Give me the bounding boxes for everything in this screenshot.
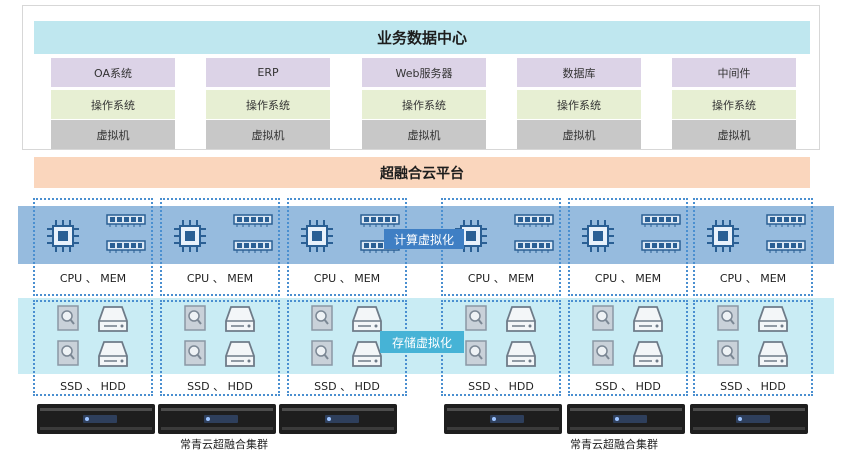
cluster-label-left: 常青云超融合集群 — [180, 438, 268, 451]
cpu-chip-icon — [705, 218, 741, 254]
hdd-drive-icon — [505, 340, 537, 368]
memory-module-icon — [514, 240, 554, 254]
stack-vm-0: 虚拟机 — [51, 120, 175, 149]
stack-os-4: 操作系统 — [672, 90, 796, 119]
compute-node-5 — [693, 198, 813, 296]
ssd-disk-icon — [57, 340, 79, 366]
server-rack-icon — [279, 404, 397, 434]
server-rack-icon — [444, 404, 562, 434]
stack-vm-3: 虚拟机 — [517, 120, 641, 149]
stack-app-0: OA系统 — [51, 58, 175, 87]
stack-app-2: Web服务器 — [362, 58, 486, 87]
memory-module-icon — [641, 214, 681, 228]
ssd-disk-icon — [592, 305, 614, 331]
hdd-drive-icon — [97, 305, 129, 333]
hdd-drive-icon — [224, 305, 256, 333]
storage-node-0 — [33, 300, 153, 396]
ssd-disk-icon — [717, 305, 739, 331]
storage-caption: SSD 、 HDD — [187, 380, 253, 393]
hdd-drive-icon — [632, 340, 664, 368]
ssd-disk-icon — [465, 305, 487, 331]
storage-caption: SSD 、 HDD — [314, 380, 380, 393]
memory-module-icon — [233, 214, 273, 228]
compute-caption: CPU 、 MEM — [719, 272, 787, 285]
storage-caption: SSD 、 HDD — [468, 380, 534, 393]
stack-os-2: 操作系统 — [362, 90, 486, 119]
stack-os-3: 操作系统 — [517, 90, 641, 119]
server-rack-icon — [37, 404, 155, 434]
memory-module-icon — [360, 214, 400, 228]
compute-caption: CPU 、 MEM — [313, 272, 381, 285]
memory-module-icon — [766, 214, 806, 228]
ssd-disk-icon — [465, 340, 487, 366]
compute-node-1 — [160, 198, 280, 296]
cpu-chip-icon — [45, 218, 81, 254]
storage-caption: SSD 、 HDD — [720, 380, 786, 393]
compute-node-0 — [33, 198, 153, 296]
compute-caption: CPU 、 MEM — [186, 272, 254, 285]
cpu-chip-icon — [580, 218, 616, 254]
server-rack-icon — [158, 404, 276, 434]
memory-module-icon — [766, 240, 806, 254]
memory-module-icon — [514, 214, 554, 228]
hdd-drive-icon — [757, 340, 789, 368]
cpu-chip-icon — [299, 218, 335, 254]
datacenter-title: 业务数据中心 — [34, 21, 810, 54]
compute-caption: CPU 、 MEM — [467, 272, 535, 285]
storage-caption: SSD 、 HDD — [60, 380, 126, 393]
server-rack-icon — [567, 404, 685, 434]
stack-vm-2: 虚拟机 — [362, 120, 486, 149]
cpu-chip-icon — [172, 218, 208, 254]
memory-module-icon — [106, 240, 146, 254]
compute-node-4 — [568, 198, 688, 296]
ssd-disk-icon — [311, 305, 333, 331]
ssd-disk-icon — [184, 340, 206, 366]
memory-module-icon — [641, 240, 681, 254]
hdd-drive-icon — [505, 305, 537, 333]
stack-app-4: 中间件 — [672, 58, 796, 87]
stack-vm-1: 虚拟机 — [206, 120, 330, 149]
storage-node-1 — [160, 300, 280, 396]
hdd-drive-icon — [632, 305, 664, 333]
hdd-drive-icon — [351, 340, 383, 368]
memory-module-icon — [233, 240, 273, 254]
hdd-drive-icon — [97, 340, 129, 368]
stack-app-1: ERP — [206, 58, 330, 87]
server-rack-icon — [690, 404, 808, 434]
storage-virtualization-label: 存储虚拟化 — [380, 331, 464, 353]
ssd-disk-icon — [57, 305, 79, 331]
compute-caption: CPU 、 MEM — [594, 272, 662, 285]
storage-caption: SSD 、 HDD — [595, 380, 661, 393]
storage-node-4 — [568, 300, 688, 396]
storage-node-5 — [693, 300, 813, 396]
hdd-drive-icon — [224, 340, 256, 368]
stack-vm-4: 虚拟机 — [672, 120, 796, 149]
hdd-drive-icon — [351, 305, 383, 333]
cluster-label-right: 常青云超融合集群 — [570, 438, 658, 451]
ssd-disk-icon — [311, 340, 333, 366]
hdd-drive-icon — [757, 305, 789, 333]
stack-os-0: 操作系统 — [51, 90, 175, 119]
ssd-disk-icon — [184, 305, 206, 331]
stack-os-1: 操作系统 — [206, 90, 330, 119]
platform-title: 超融合云平台 — [34, 157, 810, 188]
ssd-disk-icon — [592, 340, 614, 366]
compute-virtualization-label: 计算虚拟化 — [384, 229, 464, 249]
compute-caption: CPU 、 MEM — [59, 272, 127, 285]
stack-app-3: 数据库 — [517, 58, 641, 87]
memory-module-icon — [106, 214, 146, 228]
ssd-disk-icon — [717, 340, 739, 366]
